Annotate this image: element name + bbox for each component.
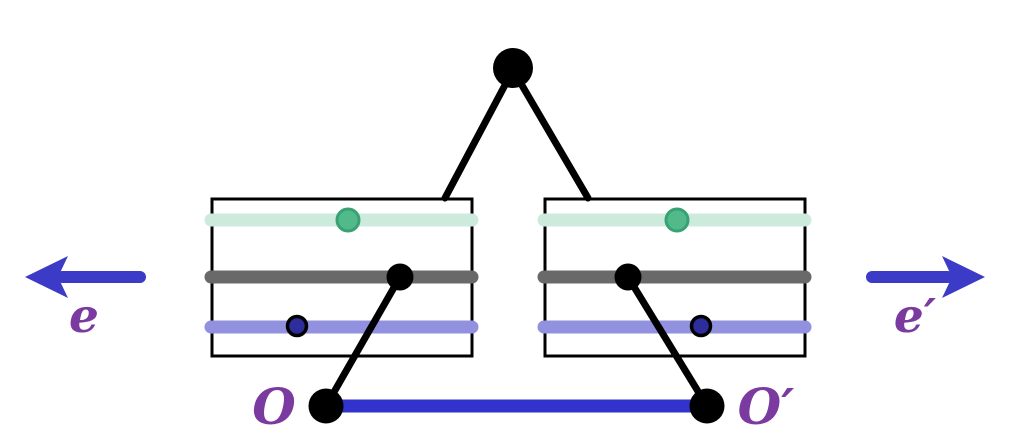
right-gray-point-dot [614,263,642,291]
left-arrow-head [25,256,68,298]
left-arrow-label: e [69,289,99,344]
left-arrow-icon [25,256,146,298]
origin-O-prime-label: O′ [738,377,795,436]
left-green-point-dot [335,207,361,233]
right-navy-point-dot [689,314,713,338]
root-node-dot [493,48,533,88]
origin-O-prime-dot [689,388,725,424]
edge-root-to-right-block [509,66,592,202]
edge-left-point-to-origin [322,273,404,410]
left-navy-point-dot [285,314,309,338]
left-gray-point-dot [386,263,414,291]
right-arrow-head [942,256,985,298]
right-arrow-label: e′ [894,289,937,344]
right-green-point-dot [664,207,690,233]
origin-O-dot [308,388,344,424]
right-arrow-icon [866,256,985,298]
edge-root-to-left-block [441,66,517,202]
origin-O-label: O [252,377,296,436]
edge-right-point-to-origin [624,273,711,410]
